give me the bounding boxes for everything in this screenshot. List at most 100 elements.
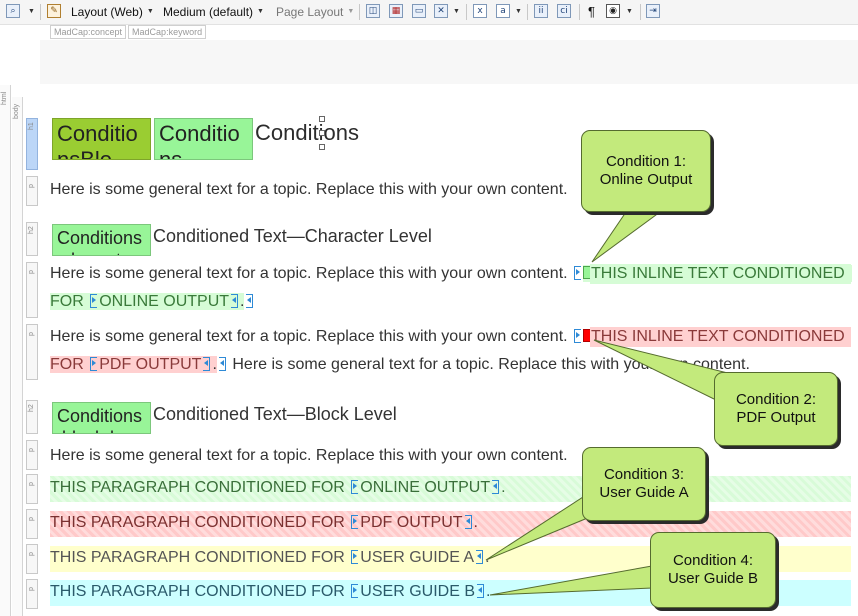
callout-line: Condition 3: <box>603 466 685 483</box>
h1-condition-tag-2[interactable]: Conditio ns <box>154 118 253 160</box>
text-format-icon[interactable]: a <box>496 4 510 18</box>
medium-dropdown[interactable]: Medium (default)▼ <box>163 4 264 19</box>
preview-icon[interactable]: ⌕ <box>6 4 20 18</box>
layout-label: Layout (Web) <box>71 4 143 19</box>
condition-end-marker[interactable] <box>218 357 226 371</box>
condition-end-marker[interactable] <box>476 550 484 564</box>
condition-start-marker[interactable] <box>90 294 98 308</box>
condition-start-marker[interactable] <box>351 480 359 494</box>
resize-handle[interactable] <box>319 130 325 136</box>
tag-keyword[interactable]: MadCap:keyword <box>128 25 207 39</box>
toggle-panel-icon[interactable]: ⇥ <box>646 4 660 18</box>
editor-toolbar: ⌕ ▼ ✎ Layout (Web)▼ Medium (default)▼ Pa… <box>0 0 858 25</box>
callout-line: Condition 4: <box>672 552 754 569</box>
show-span-markers-icon[interactable]: ci <box>557 4 571 18</box>
callout-4-pointer <box>489 565 653 596</box>
condition-end-marker[interactable] <box>476 584 484 598</box>
markers-dropdown[interactable]: ▼ <box>453 8 460 15</box>
paragraph-pdf-output[interactable]: THIS PARAGRAPH CONDITIONED FOR PDF OUTPU… <box>50 511 851 537</box>
topic-tags: MadCap:concept MadCap:keyword <box>50 25 207 39</box>
paragraph-online-output[interactable]: THIS PARAGRAPH CONDITIONED FOR ONLINE OU… <box>50 476 851 502</box>
h2-condition-tag[interactable]: Conditions :charact <box>52 224 151 256</box>
callout-condition-1: Condition 1: Online Output <box>581 130 711 212</box>
condition-start-marker[interactable] <box>351 515 359 529</box>
toolbar-separator <box>527 4 528 20</box>
section-heading-character-level: Conditioned Text—Character Level <box>153 226 432 246</box>
online-inline-text: THIS INLINE TEXT CONDITIONED <box>591 265 845 282</box>
show-tags-icon[interactable]: ◫ <box>366 4 380 18</box>
toolbar-separator <box>40 4 41 20</box>
editor-header-band <box>40 40 858 84</box>
show-conditions-icon[interactable]: ▦ <box>389 4 403 18</box>
block-marker-p[interactable]: p <box>26 324 38 380</box>
block-marker-p[interactable]: p <box>26 579 38 609</box>
paragraph-text: Here is some general text for a topic. R… <box>50 265 568 282</box>
paragraph-pdf-line2: FOR PDF OUTPUT. Here is some general tex… <box>50 356 750 373</box>
block-marker-p[interactable]: p <box>26 176 38 206</box>
pdf-inline-text: THIS INLINE TEXT CONDITIONED <box>591 328 845 345</box>
toolbar-separator <box>640 4 641 20</box>
condition-end-marker[interactable] <box>492 480 500 494</box>
block-marker-h1[interactable]: h1 <box>26 118 38 170</box>
paragraph-online-line2: FOR ONLINE OUTPUT. <box>50 292 255 312</box>
callout-condition-4: Condition 4: User Guide B <box>650 532 776 608</box>
toolbar-separator <box>579 4 580 20</box>
page-layout-label: Page Layout <box>276 4 344 19</box>
block-marker-p[interactable]: p <box>26 509 38 539</box>
block-marker-p[interactable]: p <box>26 440 38 470</box>
paragraph-text: Here is some general text for a topic. R… <box>50 181 568 198</box>
tag-concept[interactable]: MadCap:concept <box>50 25 127 39</box>
block-marker-p[interactable]: p <box>26 262 38 318</box>
resize-handle[interactable] <box>319 116 325 122</box>
markers-icon[interactable]: ✕ <box>434 4 448 18</box>
block-marker-p[interactable]: p <box>26 544 38 574</box>
show-block-markers-icon[interactable]: ii <box>534 4 548 18</box>
toolbar-separator <box>359 4 360 20</box>
pdf-highlight <box>590 327 851 347</box>
callout-line: Condition 1: <box>605 153 687 170</box>
h2-condition-tag[interactable]: Conditions :block-le <box>52 402 151 434</box>
medium-label: Medium (default) <box>163 4 254 19</box>
callout-1-pointer <box>591 211 662 263</box>
view-dropdown[interactable]: ▼ <box>626 8 633 15</box>
preview-dropdown[interactable]: ▼ <box>28 8 35 15</box>
condition-end-marker[interactable] <box>231 294 239 308</box>
callout-line: User Guide B <box>667 570 759 587</box>
pilcrow-icon[interactable]: ¶ <box>588 4 595 19</box>
condition-start-marker[interactable] <box>90 357 98 371</box>
condition-end-marker[interactable] <box>246 294 254 308</box>
paragraph-text: Here is some general text for a topic. R… <box>50 447 568 464</box>
page-layout-dropdown[interactable]: Page Layout▼ <box>276 4 355 19</box>
section-heading-block-level: Conditioned Text—Block Level <box>153 404 397 424</box>
body-structure-bar[interactable]: body <box>12 97 23 616</box>
layout-dropdown[interactable]: Layout (Web)▼ <box>71 4 154 19</box>
medium-icon[interactable]: ✎ <box>47 4 61 18</box>
excel-icon[interactable]: x <box>473 4 487 18</box>
condition-start-marker[interactable] <box>351 584 359 598</box>
callout-line: User Guide A <box>599 484 689 501</box>
callout-condition-2: Condition 2: PDF Output <box>714 372 838 446</box>
condition-start-marker[interactable] <box>574 266 582 280</box>
html-structure-bar[interactable]: html <box>0 85 11 616</box>
online-highlight-extension <box>590 264 851 284</box>
resize-handle[interactable] <box>319 144 325 150</box>
condition-end-marker[interactable] <box>203 357 211 371</box>
paragraph-text: Here is some general text for a topic. R… <box>50 328 568 345</box>
block-marker-p[interactable]: p <box>26 474 38 504</box>
condition-end-marker[interactable] <box>464 515 472 529</box>
condition-start-marker[interactable] <box>574 329 582 343</box>
show-frames-icon[interactable]: ▭ <box>412 4 426 18</box>
paragraph-text: Here is some general text for a topic. R… <box>232 356 750 373</box>
callout-line: Online Output <box>599 171 693 188</box>
page-heading: Conditions <box>255 120 359 145</box>
toolbar-separator <box>466 4 467 20</box>
callout-line: PDF Output <box>736 409 816 426</box>
h1-condition-tag-1[interactable]: Conditio nsBlo <box>52 118 151 160</box>
condition-start-marker[interactable] <box>351 550 359 564</box>
text-format-dropdown[interactable]: ▼ <box>515 8 522 15</box>
block-marker-h2[interactable]: h2 <box>26 400 38 434</box>
block-marker-h2[interactable]: h2 <box>26 222 38 256</box>
callout-condition-3: Condition 3: User Guide A <box>582 447 706 521</box>
eye-icon[interactable]: ◉ <box>606 4 620 18</box>
